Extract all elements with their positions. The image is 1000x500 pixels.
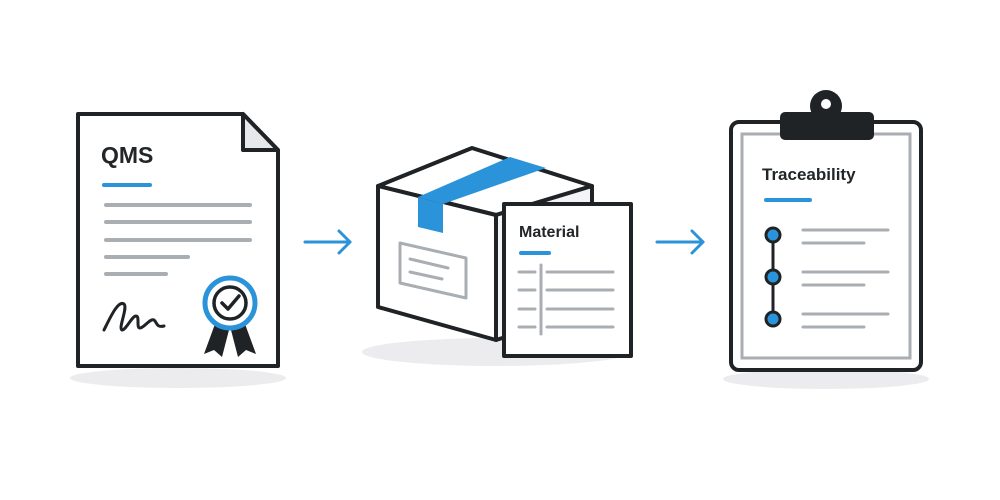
box-tape-top: [418, 157, 546, 204]
timeline-node: [764, 226, 782, 244]
clipboard-shadow: [723, 369, 929, 389]
checkmark-icon: [220, 294, 241, 311]
certified-seal-icon: [202, 275, 258, 357]
box-label: [398, 241, 468, 300]
arrow-right-icon: [303, 229, 352, 255]
material-sheet-page: [502, 202, 633, 358]
material-spec-sheet: Material: [502, 202, 633, 358]
clipboard-timeline-icon: Traceability: [723, 90, 929, 389]
qms-document-shadow: [70, 368, 286, 388]
traceability-title: Traceability: [762, 165, 856, 184]
seal-ribbon-left: [204, 324, 229, 357]
traceability-text-lines: [801, 228, 890, 329]
material-table-lines: [517, 263, 615, 336]
arrow-right-icon: [655, 229, 705, 255]
timeline-node: [764, 310, 782, 328]
material-title: Material: [519, 224, 579, 241]
seal-ribbon-right: [231, 324, 256, 357]
timeline-icon: [764, 226, 782, 328]
qms-page-fold: [241, 112, 280, 152]
package-with-spec-sheet-icon: Material: [362, 146, 633, 366]
box-tape-front: [418, 197, 443, 233]
qms-document-icon: QMS: [70, 112, 286, 388]
qms-title: QMS: [101, 142, 153, 168]
seal-inner-ring: [212, 285, 248, 321]
clipboard-paper: [740, 132, 912, 360]
timeline-node: [764, 268, 782, 286]
clipboard-clip-icon: [780, 90, 874, 140]
qms-text-lines: [104, 203, 252, 276]
signature-icon: [102, 301, 166, 332]
box-label-lines: [408, 257, 450, 281]
